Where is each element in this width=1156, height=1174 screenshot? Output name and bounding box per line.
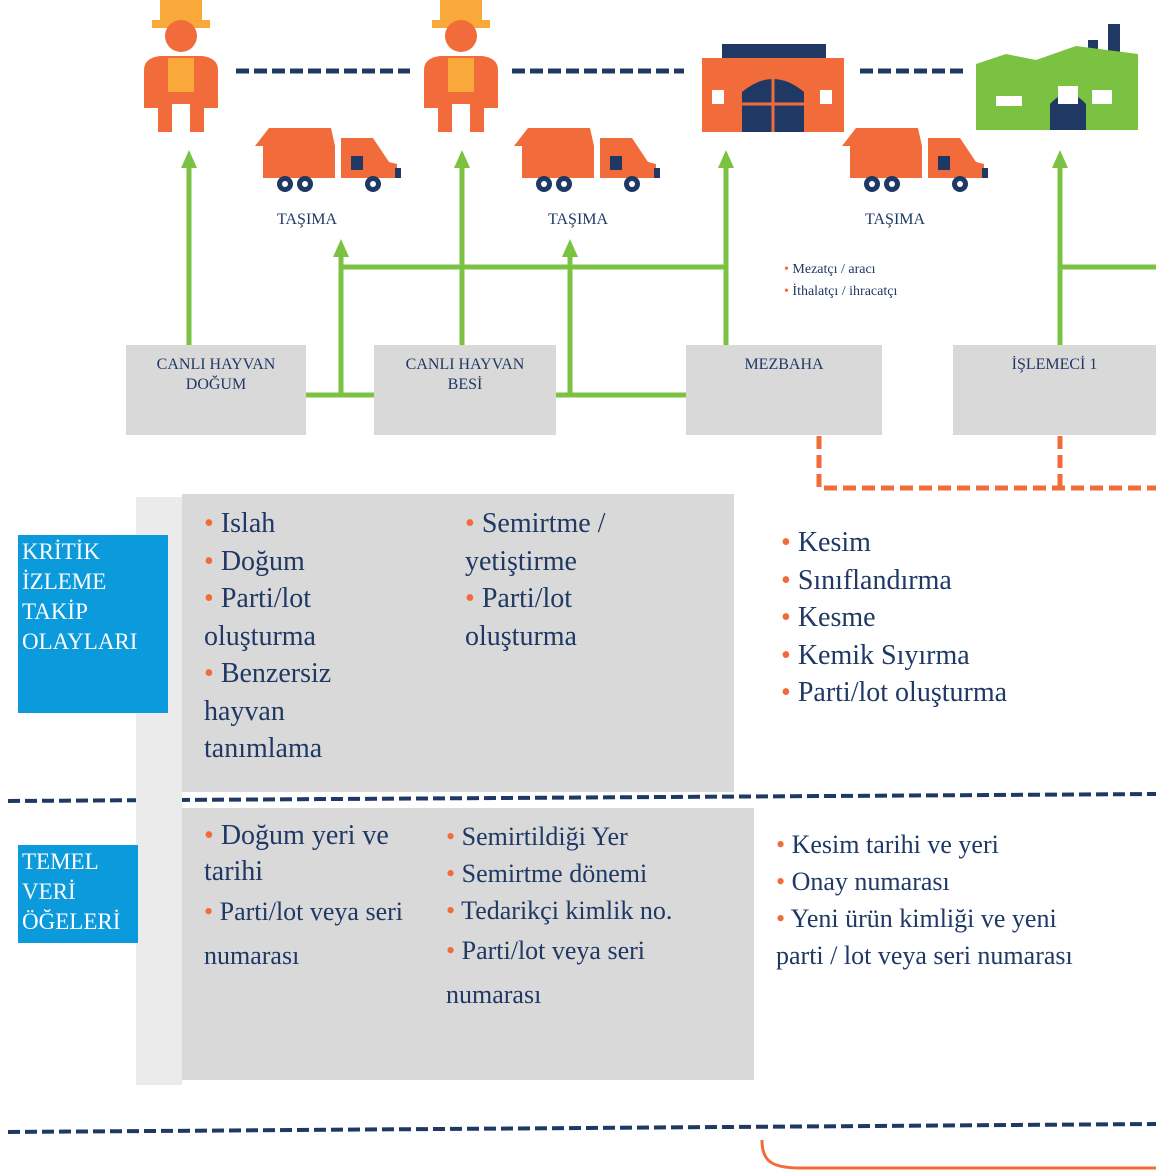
key-data-col1: • Doğum yeri ve tarihi • Parti/lot veya …	[204, 818, 424, 978]
critical-events-box	[182, 494, 734, 792]
stage-islemeci-1: İŞLEMECİ 1	[953, 345, 1156, 435]
list-item: • Kesme	[781, 602, 876, 633]
section-shade	[136, 831, 182, 1085]
key-data-col3: • Kesim tarihi ve yeri • Onay numarası •…	[776, 826, 1096, 974]
list-item: • Parti/lot veya seri numarası	[204, 897, 404, 970]
transport-label: TAŞIMA	[865, 211, 926, 228]
stage-mezbaha: MEZBAHA	[686, 345, 882, 435]
critical-events-col1: • Islah • Doğum • Parti/lot oluşturma • …	[204, 505, 434, 768]
farmer-icon	[424, 0, 498, 132]
list-item: • Kesim	[781, 527, 871, 558]
critical-events-col3: • Kesim • Sınıflandırma • Kesme • Kemik …	[781, 524, 1151, 712]
orange-bracket	[816, 436, 1156, 491]
bottom-curve	[760, 1139, 1156, 1170]
list-item: • Benzersiz hayvan tanımlama	[204, 658, 332, 764]
list-item: • Yeni ürün kimliği ve yeni parti / lot …	[776, 904, 1073, 970]
truck-icon	[514, 128, 660, 192]
list-item: • Semirtme / yetiştirme	[465, 508, 606, 577]
key-data-box	[182, 808, 754, 1080]
list-item: • Onay numarası	[776, 867, 950, 896]
slaughterhouse-icon	[702, 44, 844, 132]
list-item: • Doğum yeri ve tarihi	[204, 820, 389, 887]
list-item: • Parti/lot oluşturma	[204, 583, 316, 652]
list-item: • Semirtildiği Yer	[446, 822, 628, 851]
list-item: • Kemik Sıyırma	[781, 639, 970, 671]
list-item: • Sınıflandırma	[781, 564, 952, 596]
intermediary-item: • İthalatçı / ihracatçı	[784, 284, 898, 299]
list-item: • Doğum	[204, 545, 305, 577]
truck-icon	[255, 128, 401, 192]
divider-1	[7, 792, 1156, 803]
transport-label: TAŞIMA	[277, 211, 338, 228]
list-item: • Parti/lot veya seri numarası	[446, 936, 646, 1009]
truck-icon	[842, 128, 988, 192]
list-item: • Kesim tarihi ve yeri	[776, 830, 999, 859]
farmer-icon	[144, 0, 218, 132]
intermediaries-list: • Mezatçı / aracı • İthalatçı / ihracatç…	[784, 259, 897, 303]
divider-2	[7, 1122, 1156, 1134]
stage-canli-hayvan-dogum: CANLI HAYVAN DOĞUM	[126, 345, 306, 435]
list-item: • Islah	[204, 508, 276, 539]
factory-icon	[976, 24, 1138, 130]
list-item: • Tedarikçi kimlik no.	[446, 896, 673, 925]
list-item: • Parti/lot oluşturma	[781, 677, 1008, 708]
key-data-label: TEMEL VERİ ÖĞELERİ	[18, 845, 138, 943]
list-item: • Semirtme dönemi	[446, 859, 648, 888]
critical-events-col2: • Semirtme / yetiştirme • Parti/lot oluş…	[465, 505, 665, 655]
transport-label: TAŞIMA	[548, 211, 609, 228]
list-item: • Parti/lot oluşturma	[465, 583, 577, 652]
critical-events-label: KRİTİK İZLEME TAKİP OLAYLARI	[18, 535, 168, 713]
stage-canli-hayvan-besi: CANLI HAYVAN BESİ	[374, 345, 556, 435]
key-data-col2: • Semirtildiği Yer • Semirtme dönemi • T…	[446, 818, 746, 1017]
intermediary-item: • Mezatçı / aracı	[784, 262, 876, 277]
